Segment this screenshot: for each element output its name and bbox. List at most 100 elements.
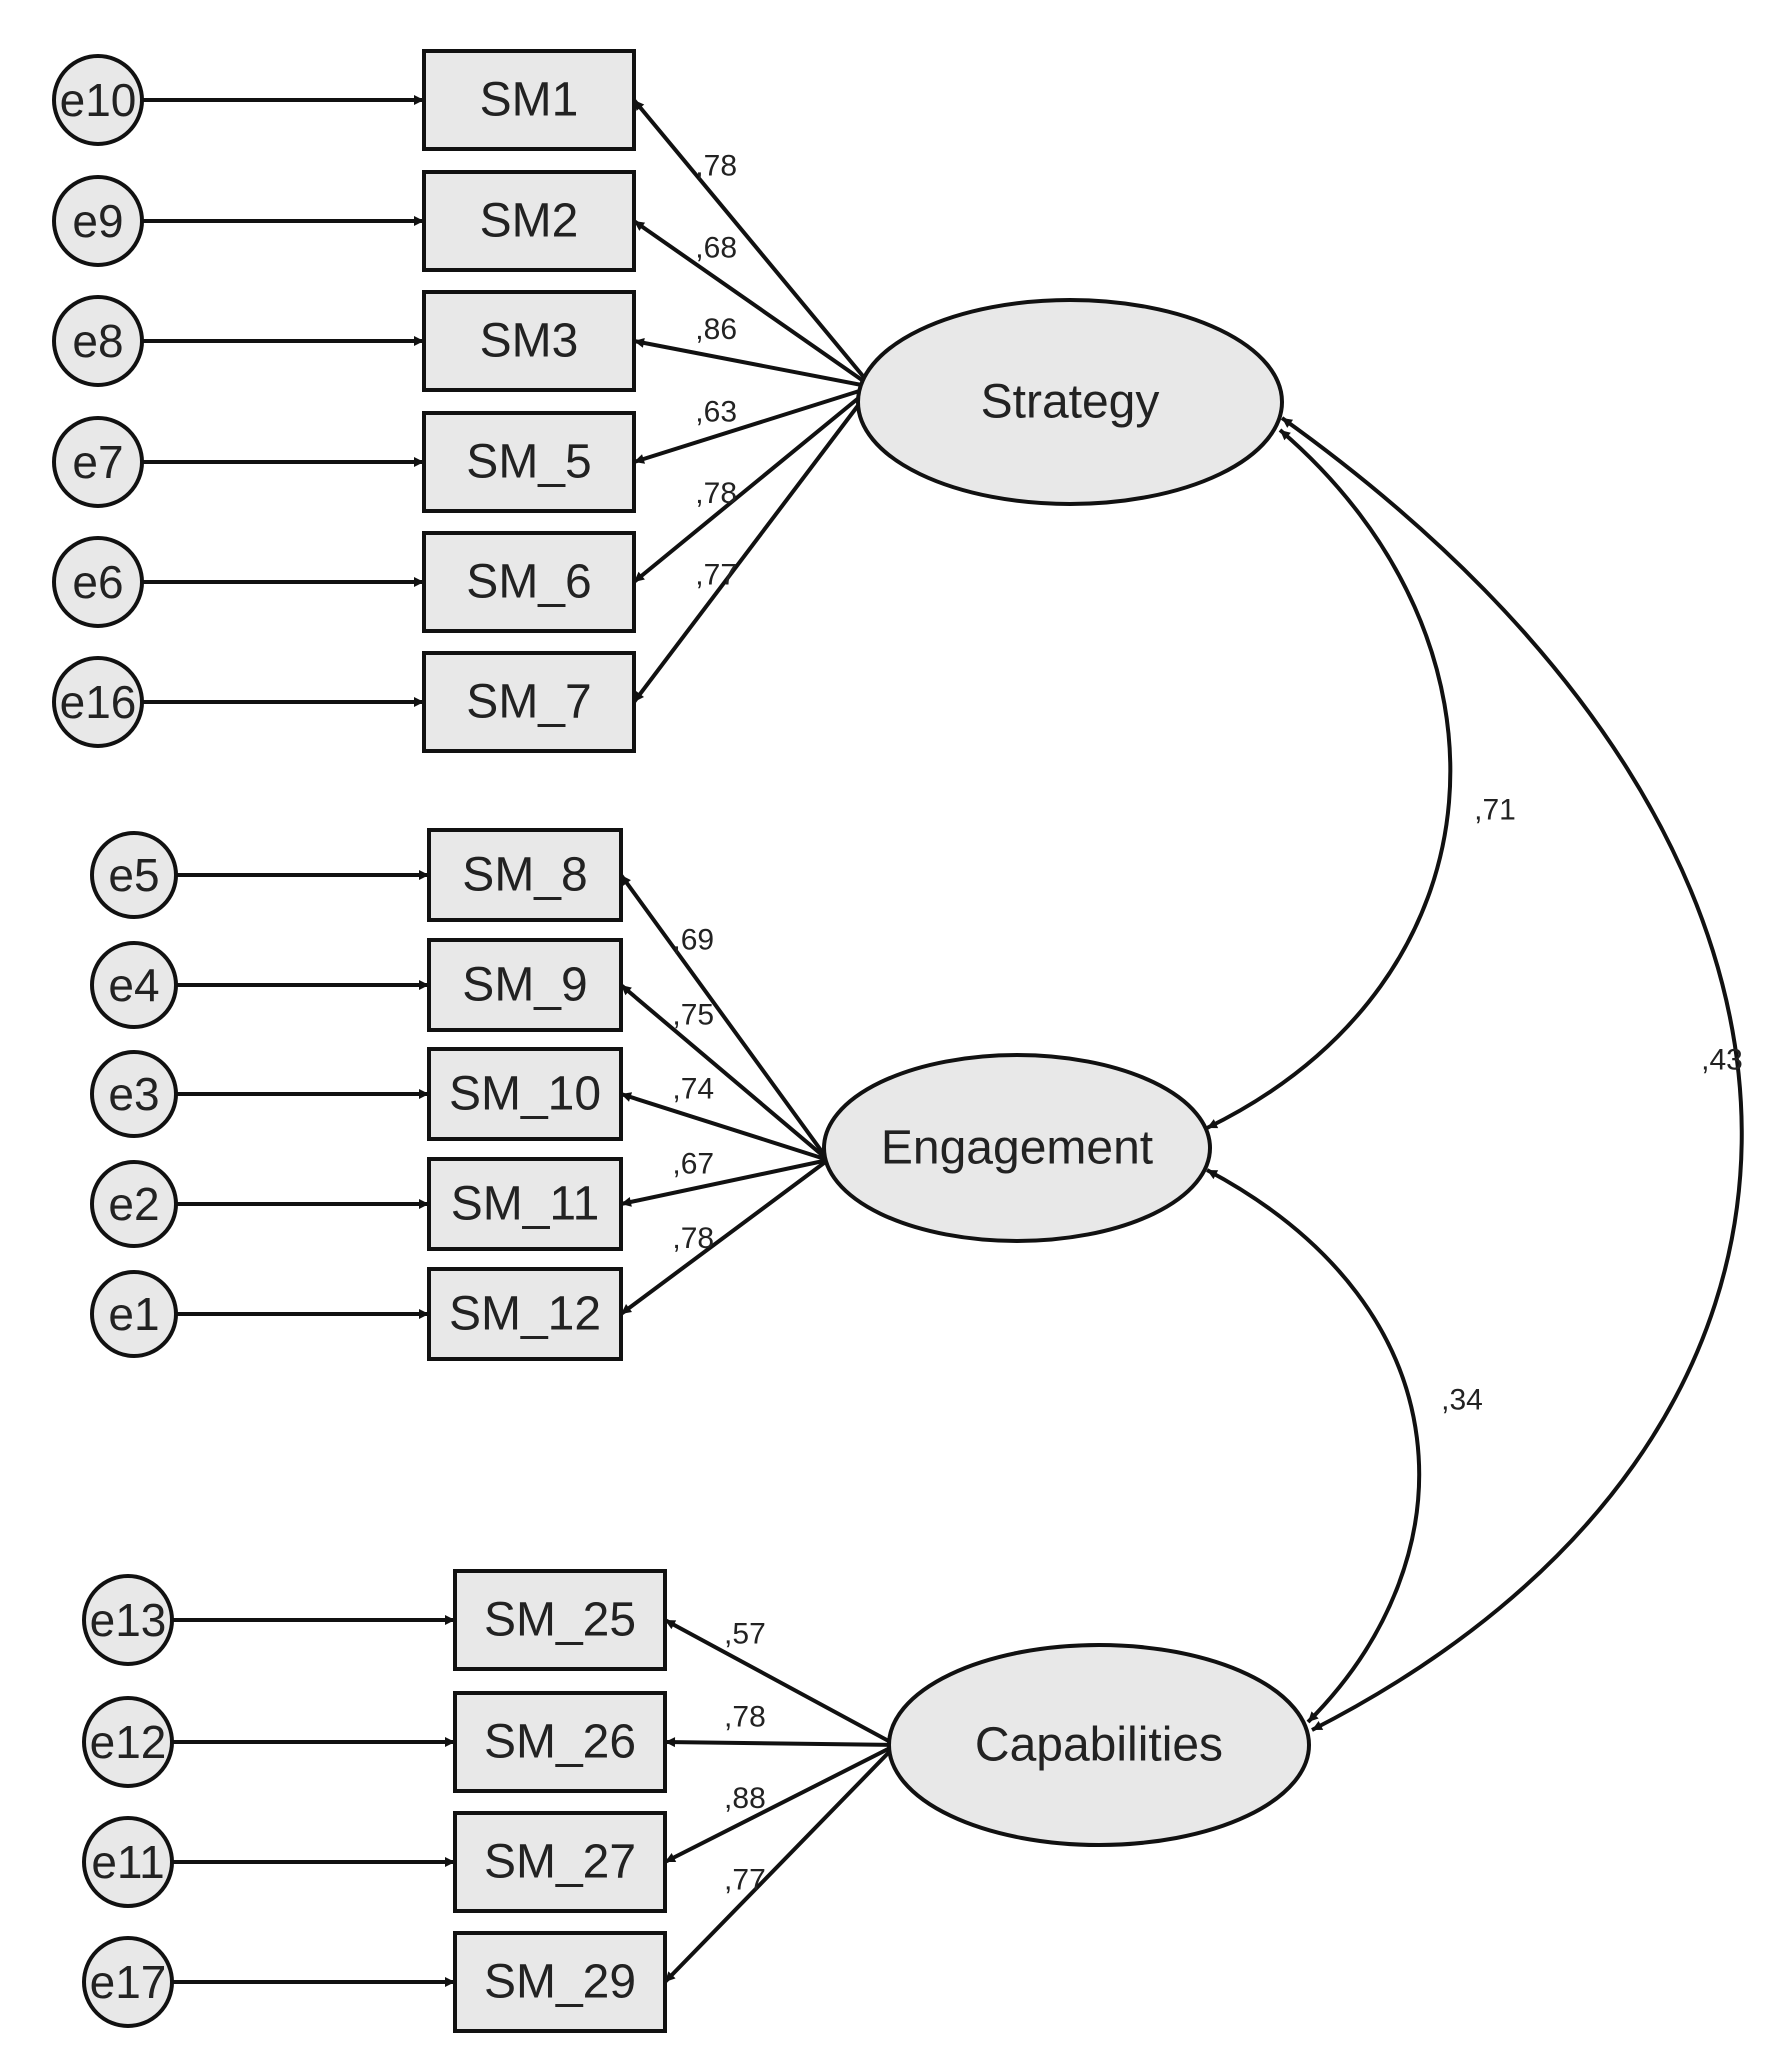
factor-label-engagement: Engagement — [881, 1122, 1153, 1175]
loading-value-sm-7: ,77 — [695, 559, 737, 592]
loading-value-sm-26: ,78 — [724, 1700, 766, 1733]
error-label-e5: e5 — [108, 849, 159, 901]
correlation-value-engagement-capabilities: ,34 — [1441, 1384, 1483, 1417]
indicator-label-sm-10: SM_10 — [449, 1068, 601, 1121]
indicator-label-sm-5: SM_5 — [466, 436, 591, 489]
indicator-label-sm-27: SM_27 — [484, 1836, 636, 1889]
error-label-e1: e1 — [108, 1288, 159, 1340]
loading-arrow-sm-6 — [632, 385, 874, 584]
loading-value-sm3: ,86 — [695, 313, 737, 346]
correlation-value-strategy-engagement: ,71 — [1474, 794, 1516, 827]
correlation-arrow-strategy-engagement — [1206, 428, 1453, 1130]
indicator-box-sm-26 — [453, 1691, 667, 1793]
error-label-e12: e12 — [90, 1716, 167, 1768]
error-circle-e17 — [82, 1936, 174, 2028]
error-circle-e16 — [52, 656, 144, 748]
error-circle-e13 — [82, 1574, 174, 1666]
loading-value-sm-9: ,75 — [672, 999, 714, 1032]
indicator-box-sm-10 — [427, 1047, 623, 1141]
loading-value-sm-10: ,74 — [672, 1073, 714, 1106]
indicator-label-sm-26: SM_26 — [484, 1716, 636, 1769]
error-circle-e2 — [90, 1160, 178, 1248]
indicator-label-sm-29: SM_29 — [484, 1956, 636, 2009]
indicator-box-sm-7 — [422, 651, 636, 753]
loading-arrow-sm-11 — [620, 1158, 829, 1207]
loading-value-sm-6: ,78 — [695, 477, 737, 510]
indicator-box-sm-29 — [453, 1931, 667, 2033]
indicator-label-sm1: SM1 — [480, 74, 579, 127]
indicator-box-sm-5 — [422, 411, 636, 513]
loading-arrow-sm-12 — [619, 1158, 830, 1316]
error-label-e10: e10 — [60, 74, 137, 126]
loading-arrow-sm-9 — [619, 983, 830, 1162]
indicator-label-sm-8: SM_8 — [462, 849, 587, 902]
correlation-value-strategy-capabilities: ,43 — [1701, 1044, 1743, 1077]
indicator-label-sm-12: SM_12 — [449, 1288, 601, 1341]
indicator-label-sm2: SM2 — [480, 195, 579, 248]
indicator-box-sm1 — [422, 49, 636, 151]
loading-value-sm-12: ,78 — [672, 1222, 714, 1255]
indicator-box-sm2 — [422, 170, 636, 272]
loading-value-sm1: ,78 — [695, 149, 737, 182]
error-circle-e7 — [52, 416, 144, 508]
error-label-e16: e16 — [60, 676, 137, 728]
loading-value-sm-25: ,57 — [724, 1618, 766, 1651]
error-label-e6: e6 — [72, 556, 123, 608]
indicator-label-sm-25: SM_25 — [484, 1594, 636, 1647]
error-circle-e3 — [90, 1050, 178, 1138]
error-label-e3: e3 — [108, 1068, 159, 1120]
factor-label-capabilities: Capabilities — [975, 1719, 1223, 1772]
factor-label-strategy: Strategy — [981, 376, 1160, 429]
error-circle-e8 — [52, 295, 144, 387]
loading-value-sm2: ,68 — [695, 232, 737, 265]
indicator-box-sm3 — [422, 290, 636, 392]
error-label-e9: e9 — [72, 195, 123, 247]
error-circle-e6 — [52, 536, 144, 628]
loading-arrow-sm-7 — [632, 385, 874, 704]
error-circle-e1 — [90, 1270, 178, 1358]
indicator-label-sm-11: SM_11 — [451, 1178, 600, 1231]
error-circle-e12 — [82, 1696, 174, 1788]
loading-arrow-sm-5 — [633, 385, 873, 464]
error-label-e2: e2 — [108, 1178, 159, 1230]
correlation-arrow-strategy-capabilities — [1280, 416, 1744, 1732]
indicator-box-sm-11 — [427, 1157, 623, 1251]
indicator-label-sm-7: SM_7 — [466, 676, 591, 729]
error-circle-e4 — [90, 941, 178, 1029]
error-label-e17: e17 — [90, 1956, 167, 2008]
factor-ellipse-strategy — [856, 298, 1284, 506]
error-label-e13: e13 — [90, 1594, 167, 1646]
loading-arrow-sm-26 — [664, 1737, 897, 1748]
loading-arrow-sm-27 — [664, 1743, 897, 1864]
loading-arrow-sm-29 — [663, 1743, 898, 1984]
indicator-label-sm-9: SM_9 — [462, 959, 587, 1012]
loading-arrow-sm-25 — [664, 1618, 897, 1747]
correlation-arrow-engagement-capabilities — [1206, 1168, 1422, 1724]
error-circle-e5 — [90, 831, 178, 919]
factor-ellipse-engagement — [822, 1053, 1212, 1243]
loading-value-sm-11: ,67 — [672, 1147, 714, 1180]
factor-ellipse-capabilities — [887, 1643, 1311, 1847]
error-label-e11: e11 — [91, 1836, 164, 1888]
error-circle-e10 — [52, 54, 144, 146]
error-label-e4: e4 — [108, 959, 159, 1011]
loading-value-sm-8: ,69 — [672, 924, 714, 957]
indicator-box-sm-25 — [453, 1569, 667, 1671]
loading-value-sm-5: ,63 — [695, 396, 737, 429]
loading-arrow-sm-8 — [619, 873, 830, 1162]
indicator-box-sm-12 — [427, 1267, 623, 1361]
error-circle-e11 — [82, 1816, 174, 1908]
loading-arrow-sm1 — [632, 98, 874, 389]
indicator-box-sm-27 — [453, 1811, 667, 1913]
indicator-label-sm3: SM3 — [480, 315, 579, 368]
indicator-box-sm-6 — [422, 531, 636, 633]
indicator-box-sm-8 — [427, 828, 623, 922]
error-circle-e9 — [52, 175, 144, 267]
indicator-label-sm-6: SM_6 — [466, 556, 591, 609]
loading-value-sm-29: ,77 — [724, 1864, 766, 1897]
indicator-box-sm-9 — [427, 938, 623, 1032]
loading-arrow-sm2 — [632, 219, 874, 389]
loading-value-sm-27: ,88 — [724, 1782, 766, 1815]
loading-arrow-sm-10 — [620, 1092, 829, 1162]
